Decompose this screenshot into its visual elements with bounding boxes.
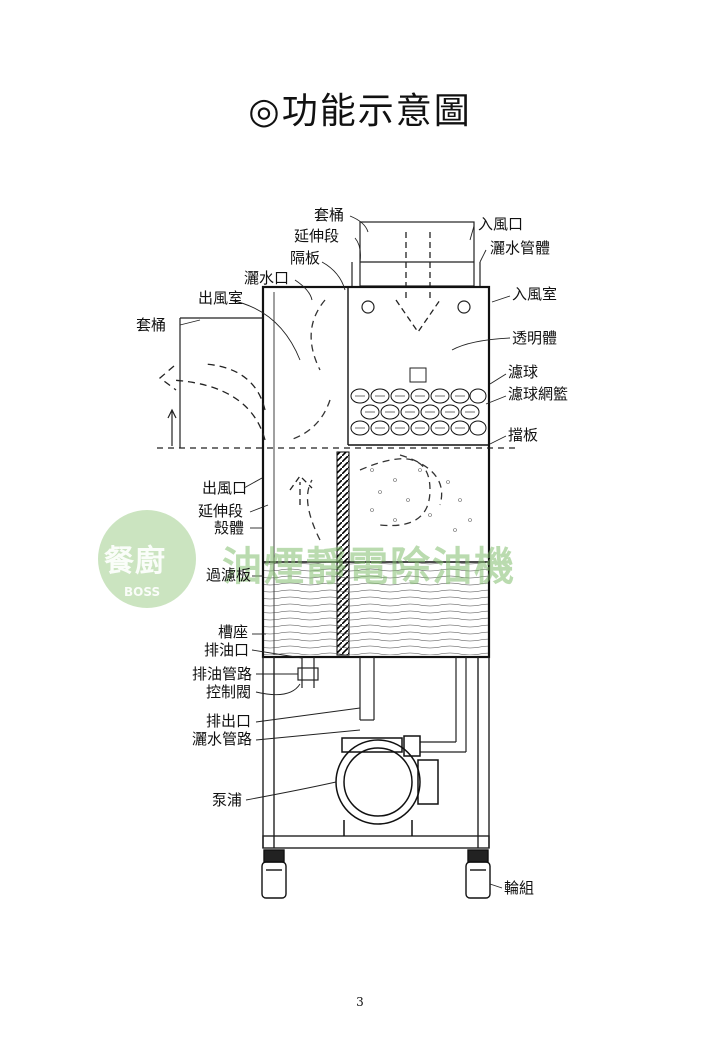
label-tank-base: 槽座 — [218, 623, 249, 641]
watermark-badge-sub: BOSS — [124, 585, 161, 599]
page-title: ◎功能示意圖 — [248, 91, 472, 132]
tank-liquid — [264, 563, 488, 655]
inlet-hole-left — [361, 300, 375, 314]
filter-balls — [350, 388, 487, 436]
top-sleeve — [351, 221, 481, 287]
label-wheel-set: 輪組 — [504, 879, 535, 897]
label-water-pipeline: 灑水管路 — [192, 730, 253, 748]
label-housing: 殼體 — [214, 519, 245, 537]
label-water-inlet: 灑水口 — [244, 269, 290, 287]
bubbles — [370, 468, 472, 532]
label-oil-drain-pipe: 排油管路 — [192, 665, 253, 683]
label-pump: 泵浦 — [212, 791, 243, 809]
stand-frame — [262, 657, 490, 849]
chamber-flow — [289, 299, 331, 441]
pump — [335, 735, 439, 836]
nozzle — [409, 367, 427, 383]
inlet-hole-right — [457, 300, 471, 314]
leader-lines — [179, 215, 511, 889]
label-air-outlet: 出風口 — [202, 479, 248, 497]
label-water-pipe-body: 灑水管體 — [490, 239, 551, 257]
label-air-outlet-chamber: 出風室 — [198, 289, 244, 307]
inlet-arrow — [395, 232, 441, 334]
label-extension-top: 延伸段 — [294, 227, 340, 245]
watermark-badge — [98, 510, 196, 608]
label-discharge-outlet: 排出口 — [206, 712, 252, 730]
label-control-valve: 控制閥 — [206, 683, 252, 701]
label-filter-ball-basket: 濾球網籃 — [508, 385, 569, 403]
wheels — [261, 849, 491, 899]
label-outer-sleeve-left: 套桶 — [136, 316, 167, 334]
left-sleeve — [157, 317, 520, 449]
outlet-arrow — [158, 363, 266, 441]
label-extension-mid: 延伸段 — [198, 502, 244, 520]
label-baffle: 擋板 — [508, 426, 539, 444]
label-oil-drain: 排油口 — [204, 641, 250, 659]
label-transparent-body: 透明體 — [512, 329, 558, 347]
pipes — [297, 657, 467, 753]
watermark-text: 油煙靜電除油機 — [222, 544, 516, 590]
label-outer-sleeve-top: 套桶 — [314, 206, 345, 224]
watermark-badge-text: 餐廚 — [104, 544, 166, 579]
label-filter-plate: 過濾板 — [206, 566, 252, 584]
label-filter-balls: 濾球 — [508, 363, 539, 381]
swirl-flow — [306, 454, 443, 541]
label-partition: 隔板 — [290, 249, 321, 267]
label-air-inlet: 入風口 — [478, 215, 524, 233]
page-number: 3 — [356, 995, 364, 1009]
outlet-up-arrow — [289, 474, 313, 505]
label-air-inlet-chamber: 入風室 — [512, 285, 558, 303]
